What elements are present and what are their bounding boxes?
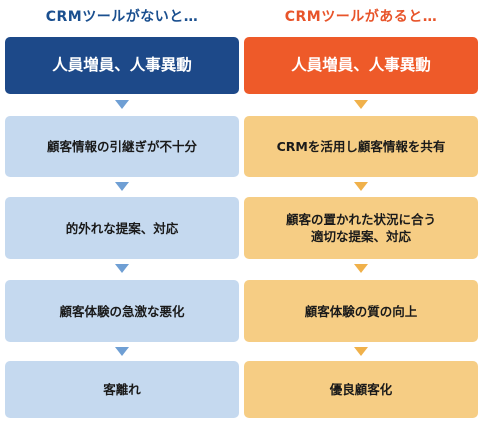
left-step-1: 顧客情報の引継ぎが不十分 bbox=[5, 116, 239, 177]
right-step-2: 顧客の置かれた状況に合う 適切な提案、対応 bbox=[244, 197, 478, 259]
without-crm-heading: CRMツールがないと… bbox=[45, 9, 199, 25]
left-arrow-2 bbox=[115, 182, 129, 191]
with-crm-column: CRMツールがあると… 人員増員、人事異動 CRMを活用し顧客情報を共有 顧客の… bbox=[244, 0, 478, 418]
without-crm-column: CRMツールがないと… 人員増員、人事異動 顧客情報の引継ぎが不十分 的外れな提… bbox=[5, 0, 239, 418]
left-arrow-1 bbox=[115, 100, 129, 109]
left-arrow-3 bbox=[115, 264, 129, 273]
with-crm-heading: CRMツールがあると… bbox=[284, 9, 438, 25]
right-arrow-1 bbox=[354, 100, 368, 109]
left-cause-box: 人員増員、人事異動 bbox=[5, 37, 239, 94]
left-step-3: 顧客体験の急激な悪化 bbox=[5, 280, 239, 342]
left-step-2: 的外れな提案、対応 bbox=[5, 197, 239, 259]
right-step-4: 優良顧客化 bbox=[244, 361, 478, 418]
left-step-4: 客離れ bbox=[5, 361, 239, 418]
right-cause-box: 人員増員、人事異動 bbox=[244, 37, 478, 94]
left-arrow-4 bbox=[115, 347, 129, 356]
right-step-3: 顧客体験の質の向上 bbox=[244, 280, 478, 342]
right-arrow-4 bbox=[354, 347, 368, 356]
right-arrow-3 bbox=[354, 264, 368, 273]
right-step-1: CRMを活用し顧客情報を共有 bbox=[244, 116, 478, 177]
right-arrow-2 bbox=[354, 182, 368, 191]
